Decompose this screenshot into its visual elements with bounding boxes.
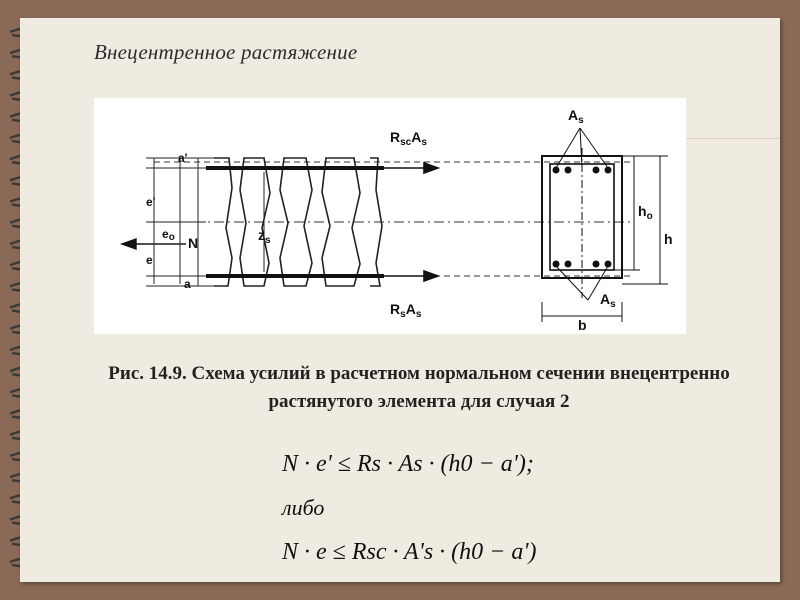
label-a: a [184,277,191,291]
force-scheme-svg: a' e' eo N e a zs RscAs RsAs As As ho h … [119,107,673,333]
label-section-as: As [600,291,616,310]
label-a-prime: a' [178,151,188,165]
label-e-prime: e' [146,195,156,209]
label-zs: zs [258,227,271,246]
label-e: e [146,253,153,267]
label-h0: ho [638,203,653,222]
formula-2: N · e ≤ Rsc · A's · (h0 − a') [282,539,537,565]
label-h: h [664,231,673,247]
label-section-as-prime: As [568,107,584,126]
cross-section [541,127,668,322]
slide-title: Внецентренное растяжение [94,40,358,64]
figure-caption: Рис. 14.9. Схема усилий в расчетном норм… [108,363,730,412]
arrowhead-rsc [423,161,441,175]
label-rsc-as-prime: RscAs [390,129,427,148]
formula-alternative: либо [282,495,325,520]
formula-1: N · e' ≤ Rs · As · (h0 − a'); [282,451,534,477]
cracked-element [214,157,383,287]
arrowhead-rs [423,269,441,283]
figure-diagram: a' e' eo N e a zs RscAs RsAs As As ho h … [94,98,686,334]
label-e0: eo [162,227,175,243]
formula-block: N · e' ≤ Rs · As · (h0 − a'); либо N · e… [282,442,682,574]
label-b: b [578,317,587,333]
label-N: N [188,235,198,251]
label-rs-as: RsAs [390,301,422,320]
arrowhead-N [119,238,137,250]
